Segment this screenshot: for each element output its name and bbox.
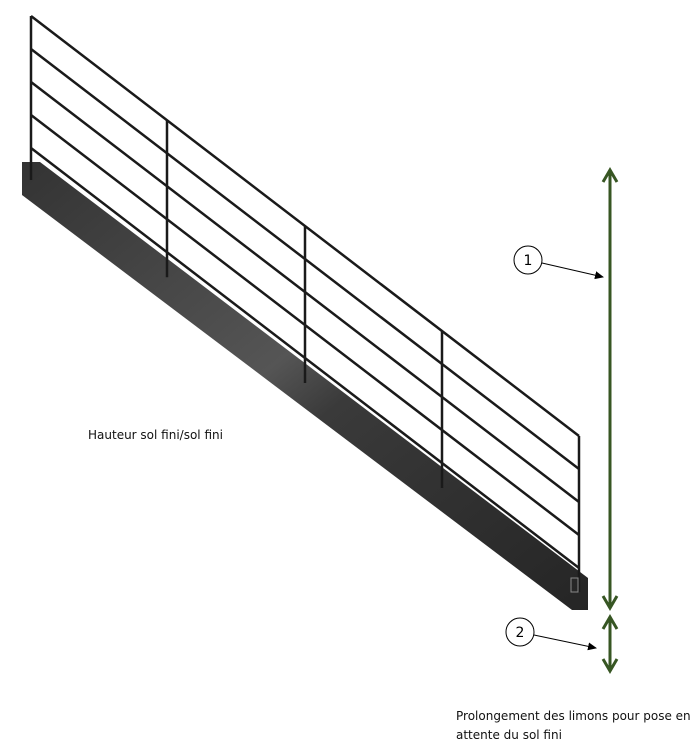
handrail	[29, 15, 581, 592]
height-label: Hauteur sol fini/sol fini	[88, 428, 223, 442]
anchor-plate	[570, 577, 579, 593]
callout-2	[505, 617, 597, 651]
callout-1	[513, 245, 604, 280]
callout-1-number: 1	[524, 253, 533, 269]
extension-label-line1: Prolongement des limons pour pose en	[456, 709, 691, 723]
callout-2-number: 2	[516, 625, 525, 641]
stringer	[22, 162, 588, 610]
extension-label-line2: attente du sol fini	[456, 728, 562, 742]
height-arrow-1	[601, 167, 619, 611]
extension-arrow-2	[601, 614, 619, 674]
